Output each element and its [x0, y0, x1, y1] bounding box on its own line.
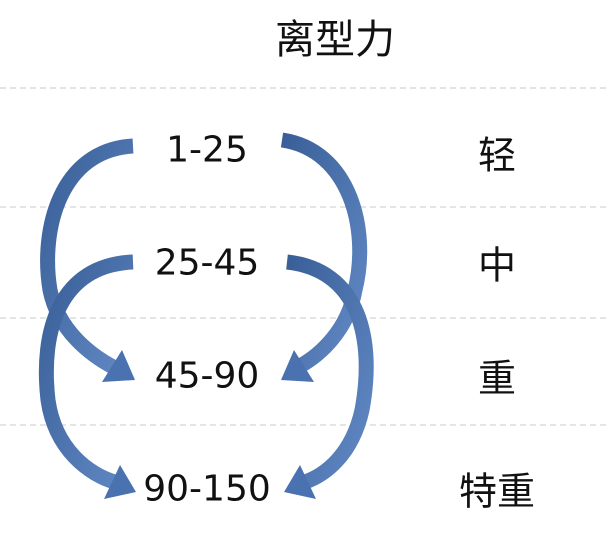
- arrow-1-25-to-45-90: [40, 138, 134, 375]
- class-label: 特重: [458, 469, 536, 514]
- range-label: 1-25: [166, 129, 248, 171]
- range-label: 90-150: [143, 468, 271, 510]
- range-label: 25-45: [154, 242, 260, 284]
- arrowhead: [284, 465, 316, 499]
- diagram-title: 离型力: [275, 17, 395, 63]
- range-label: 45-90: [154, 355, 260, 397]
- arrowhead: [102, 350, 135, 382]
- arrowhead: [104, 465, 136, 499]
- class-label: 轻: [477, 133, 517, 178]
- arrow-25-45-to-90-150: [38, 254, 134, 490]
- class-label: 重: [477, 356, 517, 401]
- arrow-1-25-to-45-90-right: [280, 132, 368, 373]
- arrow-25-45-to-90-150-right: [285, 254, 374, 490]
- arrowhead: [281, 350, 314, 382]
- class-label: 中: [477, 243, 517, 288]
